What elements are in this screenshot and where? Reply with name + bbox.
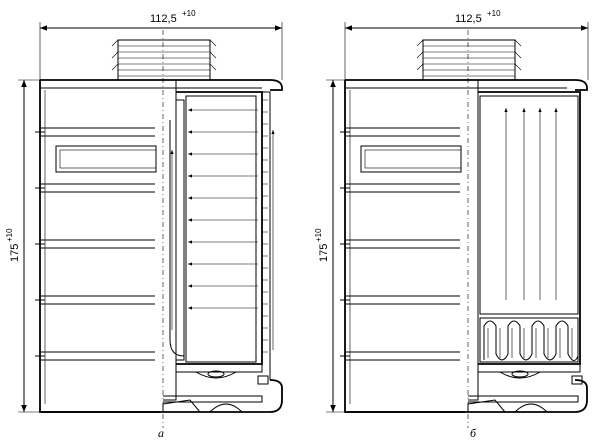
height-tol-a: +10 (5, 228, 14, 242)
height-tol-b: +10 (314, 228, 323, 242)
width-tol-b: +10 (487, 9, 501, 18)
figure-a: 112,5 +10 175 +10 (5, 9, 283, 440)
width-tol-a: +10 (182, 9, 196, 18)
width-dim-a: 112,5 (150, 13, 177, 25)
caption-a: а (158, 426, 164, 440)
height-dim-a: 175 (9, 244, 21, 262)
pleated-filter-b (479, 317, 579, 363)
absorber-layer-a (185, 95, 257, 363)
bottom-inlet-b (467, 399, 507, 413)
bottom-inlet-a (162, 399, 202, 413)
width-dim-b: 112,5 (455, 13, 482, 25)
airflow-arrows-b (504, 108, 558, 300)
figure-b: 112,5 +10 175 +10 б (314, 9, 589, 440)
caption-b: б (470, 426, 477, 440)
airflow-arrows-a (170, 108, 275, 350)
filter-layer-b (479, 95, 579, 315)
height-dim-b: 175 (318, 244, 330, 262)
